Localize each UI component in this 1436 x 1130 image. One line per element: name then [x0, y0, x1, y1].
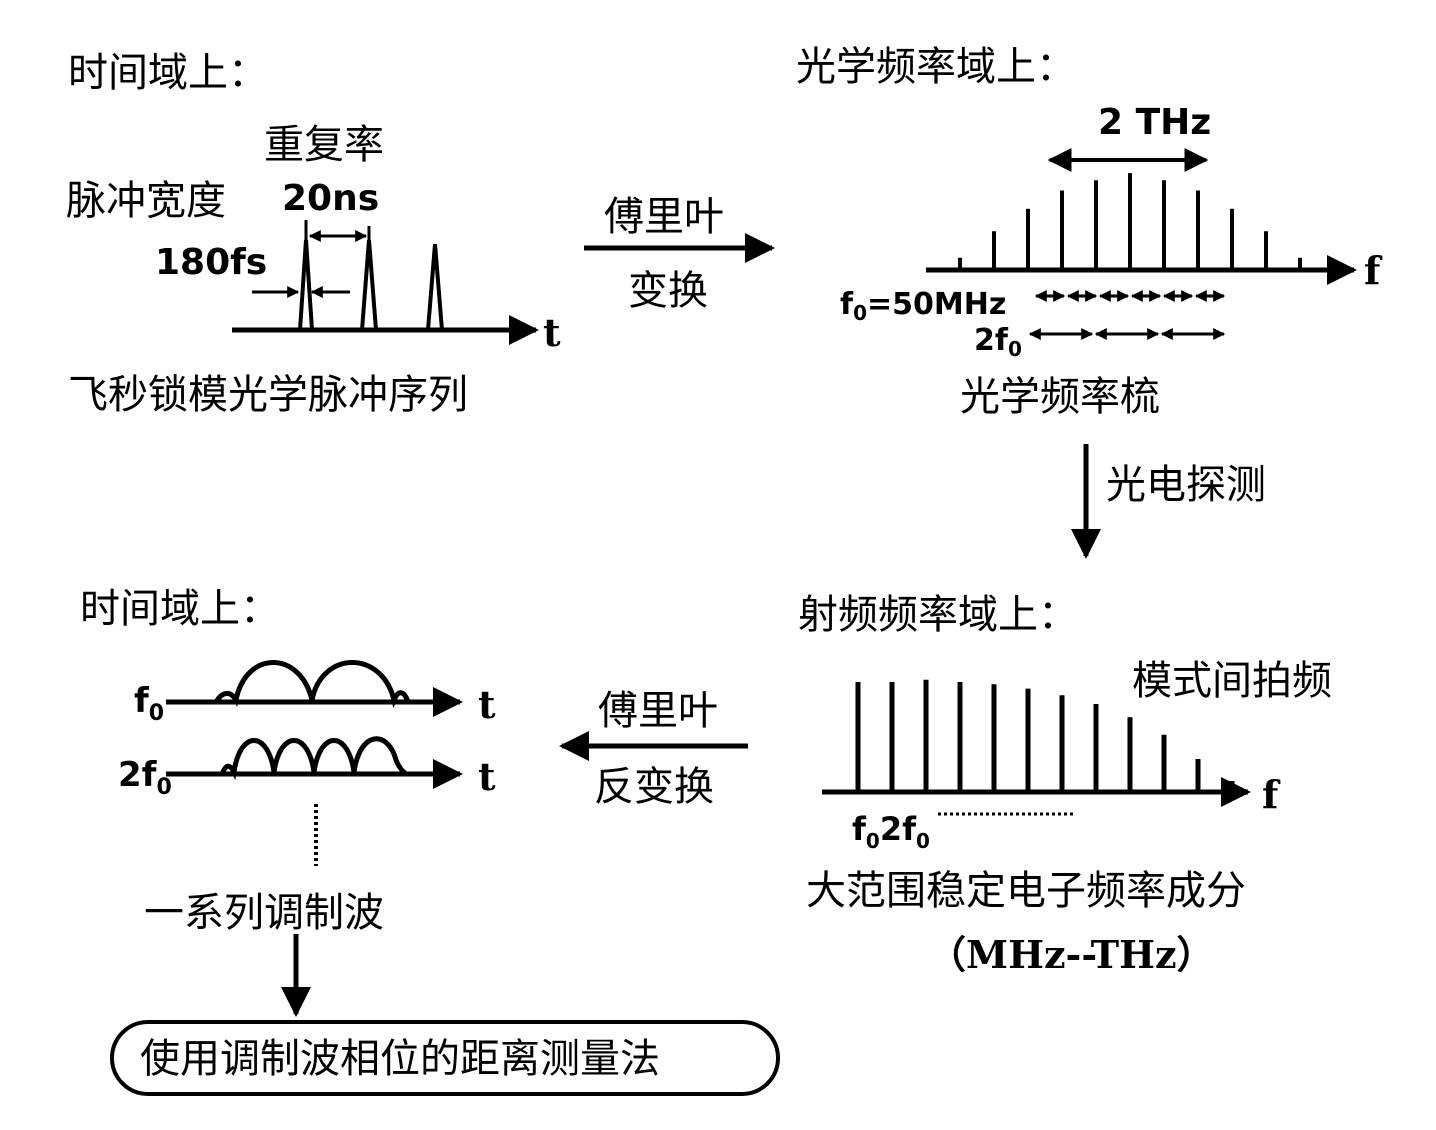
rf-2f0-letter: 2f: [880, 810, 917, 848]
two-f0-label: 2f0: [974, 323, 1022, 361]
beat-label: 模式间拍频: [1132, 658, 1332, 704]
wave1-curve: [213, 660, 411, 709]
result-box: [110, 1020, 780, 1096]
optical-comb-lines: [958, 173, 1302, 270]
panel-time-domain-bottom: 时间域上： f0 t 2f0 t 一系列调制波: [80, 586, 496, 936]
wave1-letter: f: [134, 681, 150, 721]
f0-letter: f: [840, 287, 854, 322]
wave2-subscript: 0: [156, 775, 171, 800]
rf-freq-axis-label: f: [1262, 772, 1281, 817]
wave1-axis-label: t: [478, 682, 496, 727]
rf-beat-lines: [855, 679, 1235, 792]
inverse-fourier-arrow: 傅里叶 反变换: [559, 688, 748, 810]
fourier-forward-line1: 傅里叶: [604, 194, 724, 240]
rep-rate-value: 20ns: [282, 178, 379, 219]
rf-f0-letter: f: [852, 810, 867, 848]
wave2-curve: [219, 736, 408, 781]
result-section: 使用调制波相位的距离测量法: [110, 934, 780, 1096]
f0-value: =50MHz: [867, 287, 1006, 322]
time-domain-top-caption: 飞秒锁模光学脉冲序列: [68, 372, 468, 418]
rf-f0-2f0-label: f02f0: [852, 810, 930, 853]
rf-2f0-subscript: 0: [916, 829, 930, 853]
rf-f0-subscript: 0: [866, 829, 880, 853]
panel-rf-frequency: 射频频率域上： 模式间拍频 f f02f0 大范围稳定电子频率成分 （MHz--…: [798, 592, 1332, 977]
fourier-inverse-line1: 傅里叶: [598, 688, 718, 734]
pulse-width-label: 脉冲宽度: [66, 178, 226, 224]
optical-freq-title: 光学频率域上：: [796, 44, 1076, 90]
time-domain-bottom-caption: 一系列调制波: [144, 890, 384, 936]
wave2-letter: 2f: [118, 755, 158, 795]
optical-freq-caption: 光学频率梳: [960, 374, 1160, 420]
panel-time-domain-top: 时间域上： 重复率 脉冲宽度 20ns 180fs t 飞秒锁模光学脉冲序列: [66, 50, 561, 418]
pulse-width-value: 180fs: [155, 242, 267, 283]
result-label: 使用调制波相位的距离测量法: [140, 1036, 660, 1082]
time-domain-bottom-title: 时间域上：: [80, 586, 280, 632]
optical-span-label: 2 THz: [1098, 102, 1211, 143]
time-domain-top-title: 时间域上：: [68, 50, 268, 96]
fourier-inverse-line2: 反变换: [594, 764, 714, 810]
rep-rate-label: 重复率: [264, 122, 384, 168]
wave1-subscript: 0: [149, 701, 164, 726]
rf-freq-title: 射频频率域上：: [798, 592, 1078, 638]
wave2-axis-label: t: [478, 754, 496, 799]
fourier-transform-arrow: 傅里叶 变换: [584, 194, 775, 314]
time-axis-top-label: t: [543, 310, 561, 355]
two-f0-subscript: 0: [1008, 337, 1022, 361]
fourier-forward-line2: 变换: [628, 268, 708, 314]
rf-freq-range: （MHz--THz）: [928, 932, 1215, 977]
two-f0-letter: 2f: [974, 323, 1009, 358]
photo-detection-label: 光电探测: [1106, 462, 1266, 508]
panel-optical-frequency: 光学频率域上： 2 THz f f0=50MHz 2f0 光学频率梳: [796, 44, 1383, 420]
rf-freq-caption: 大范围稳定电子频率成分: [806, 868, 1246, 914]
f0-equals-label: f0=50MHz: [840, 287, 1006, 325]
pulse-3: [426, 243, 444, 331]
pulse-1: [298, 239, 314, 331]
wave2-label: 2f0: [118, 755, 172, 800]
optical-freq-axis-label: f: [1364, 248, 1383, 293]
f0-subscript: 0: [853, 301, 867, 325]
wave1-label: f0: [134, 681, 164, 726]
photo-detection-arrow: 光电探测: [1071, 444, 1266, 559]
pulse-2: [360, 239, 378, 331]
